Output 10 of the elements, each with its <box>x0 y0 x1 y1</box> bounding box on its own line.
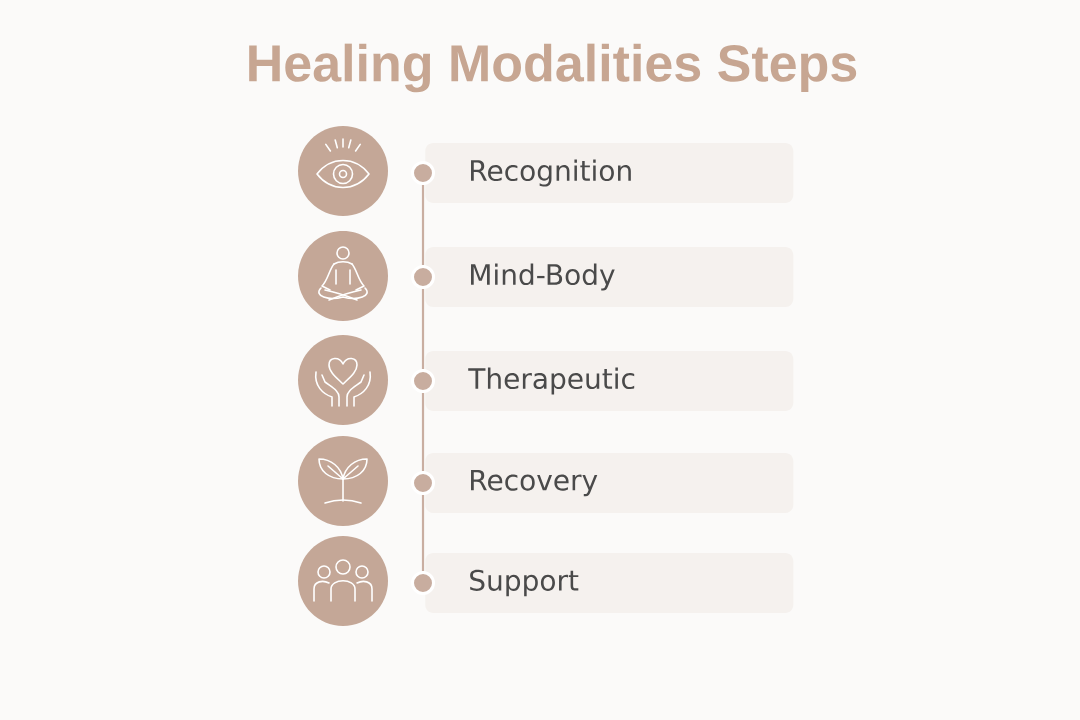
title: Healing Modalities Steps <box>249 43 857 93</box>
timeline-line <box>421 185 425 265</box>
step-box: Recognition <box>425 143 794 203</box>
timeline-line <box>421 289 425 369</box>
timeline-line <box>421 393 425 471</box>
timeline-line <box>421 495 425 571</box>
step-box: Recovery <box>425 453 794 513</box>
step-box: Therapeutic <box>425 351 794 411</box>
step-box: Mind-Body <box>425 247 794 307</box>
step-box: Support <box>425 553 794 613</box>
